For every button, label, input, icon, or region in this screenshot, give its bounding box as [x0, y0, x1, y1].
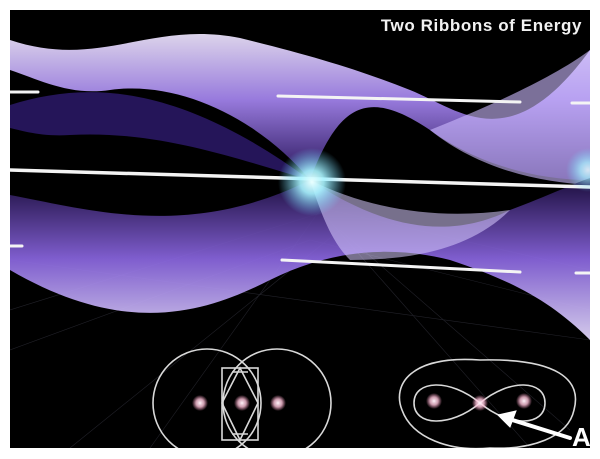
- right-diagram-dots: [426, 393, 532, 411]
- center-glow-node: [278, 148, 346, 216]
- callout-arrow: [498, 411, 570, 438]
- ribbons-illustration: [10, 10, 590, 448]
- callout-label-a: A: [572, 424, 590, 448]
- left-diagram-dots: [192, 395, 286, 411]
- energy-ribbons-image: Two Ribbons of Energy A: [10, 10, 590, 448]
- figure-title: Two Ribbons of Energy: [381, 16, 582, 36]
